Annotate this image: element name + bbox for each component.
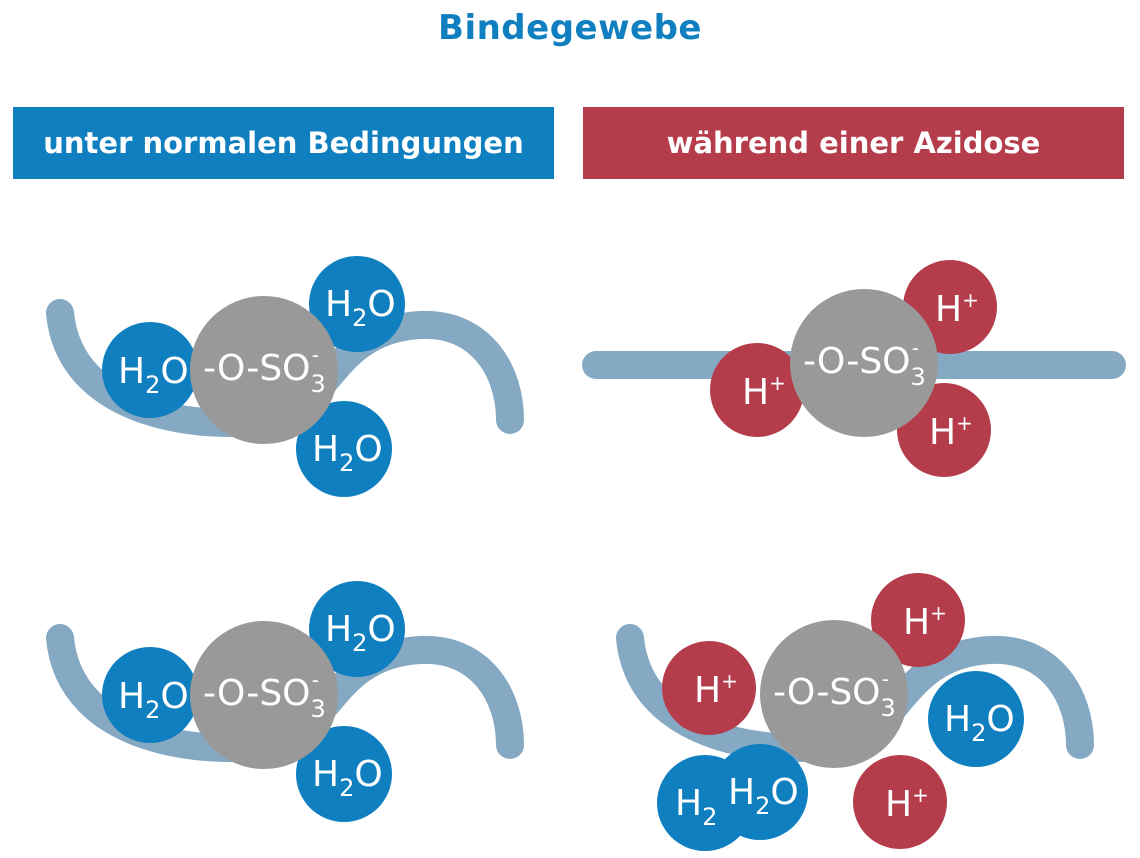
svg-text:-O-SO3-: -O-SO3- — [203, 668, 326, 723]
svg-text:H2O: H2O — [325, 284, 396, 332]
svg-text:H+: H+ — [903, 601, 947, 643]
panel-normal-bottom: H2O H2O H2O -O-SO3- — [46, 581, 524, 822]
water-molecule: H2O — [102, 647, 198, 743]
sulfate-group: -O-SO3- — [760, 620, 908, 768]
sulfate-group: -O-SO3- — [190, 621, 338, 769]
diagram-title: Bindegewebe — [438, 8, 702, 48]
water-molecule: H2O — [102, 322, 198, 418]
svg-text:-O-SO3-: -O-SO3- — [773, 667, 896, 722]
svg-text:H2O: H2O — [728, 772, 799, 820]
svg-text:H2O: H2O — [312, 754, 383, 802]
svg-text:H+: H+ — [885, 783, 929, 825]
water-molecule: H2O — [928, 671, 1024, 767]
proton: H+ — [662, 641, 756, 735]
sulfate-group: -O-SO3- — [190, 296, 338, 444]
water-molecule: H2O — [296, 401, 392, 497]
sulfate-group: -O-SO3- — [790, 289, 938, 437]
svg-text:H+: H+ — [935, 288, 979, 330]
svg-text:H+: H+ — [742, 371, 786, 413]
water-molecule: H2O — [712, 744, 808, 840]
svg-text:-O-SO3-: -O-SO3- — [803, 336, 926, 391]
svg-text:H2: H2 — [675, 783, 717, 831]
svg-text:H2O: H2O — [325, 609, 396, 657]
panel-normal-top: H2O H2O H2O -O-SO3- — [46, 256, 524, 497]
svg-text:H2O: H2O — [118, 676, 189, 724]
panel-acidosis-top: H+ H+ H+ -O-SO3- — [582, 260, 1126, 477]
water-molecule: H2O — [309, 581, 405, 677]
water-molecule: H2O — [309, 256, 405, 352]
panel-acidosis-bottom: H+ H+ H+ -O-SO3- H2O H2 H2O — [616, 573, 1094, 851]
svg-text:-O-SO3-: -O-SO3- — [203, 343, 326, 398]
svg-text:H2O: H2O — [118, 351, 189, 399]
svg-text:H+: H+ — [929, 411, 973, 453]
proton: H+ — [710, 343, 804, 437]
svg-text:H2O: H2O — [312, 429, 383, 477]
proton: H+ — [853, 755, 947, 849]
proton: H+ — [871, 573, 965, 667]
banner-acidosis: während einer Azidose — [583, 107, 1124, 179]
svg-text:H2O: H2O — [944, 699, 1015, 747]
banner-normal-conditions: unter normalen Bedingungen — [13, 107, 554, 179]
svg-text:H+: H+ — [694, 669, 738, 711]
water-molecule: H2O — [296, 726, 392, 822]
